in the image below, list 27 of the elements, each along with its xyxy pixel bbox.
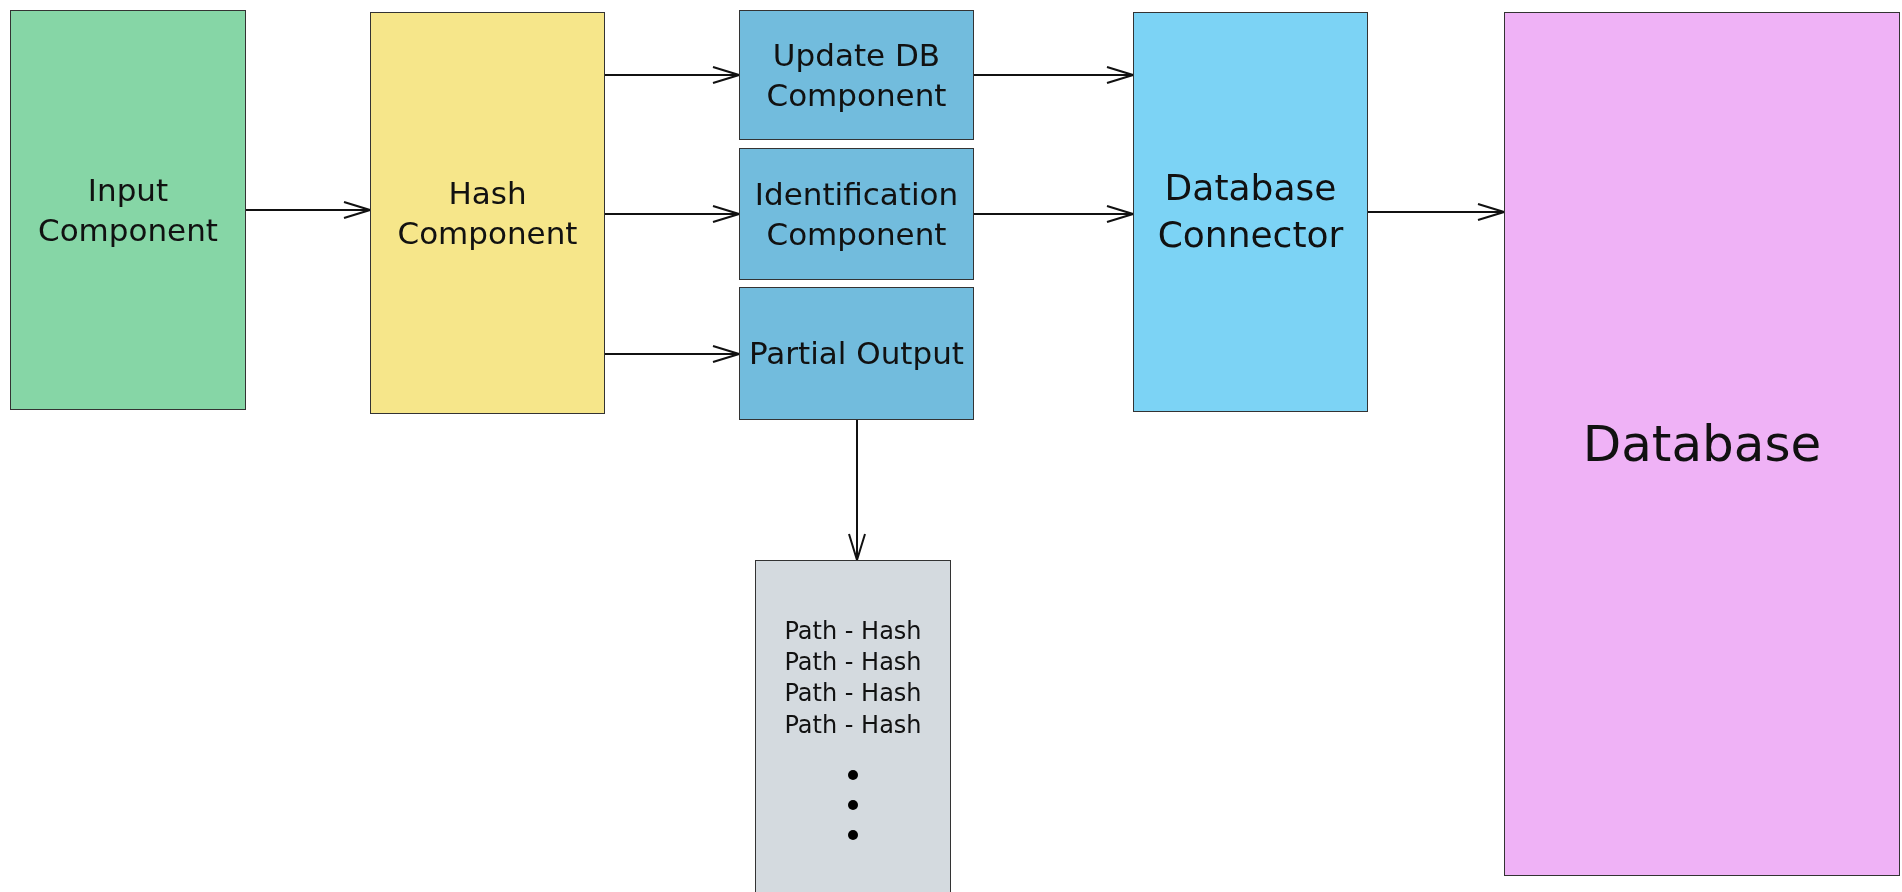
component-box [739,10,974,140]
component-label: Database [1581,413,1823,475]
component-label: Input Component [37,170,219,250]
list-entry: Path - Hash [783,709,923,741]
component-label: Update DB Component [765,35,948,115]
list-entry: Path - Hash [783,647,923,679]
component-label: Database Connector [1156,166,1345,257]
component-label: Identification Component [753,174,960,254]
arrow [604,345,740,363]
arrow [973,205,1134,223]
component-box [739,148,974,280]
component-box [10,10,246,410]
list-entry: Path - Hash [783,678,923,710]
arrow [848,419,866,561]
arrow [973,66,1134,84]
list-box [755,560,951,892]
component-box [739,287,974,420]
component-box [1504,12,1900,876]
component-box [1133,12,1368,412]
arrow [1367,203,1505,221]
component-label: Hash Component [396,173,579,253]
arrow [604,66,740,84]
list-entry: Path - Hash [783,616,923,647]
component-label: Partial Output [748,334,965,374]
component-box [370,12,605,414]
arrow [604,205,740,223]
arrow [245,201,371,219]
